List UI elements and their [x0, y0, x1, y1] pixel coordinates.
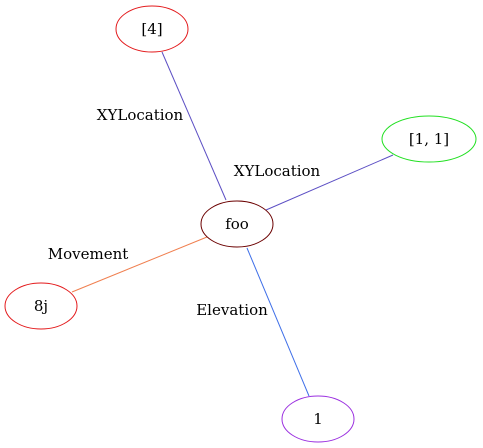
- node-1-1-shape: [381, 115, 477, 163]
- edge-label-xylocation-right: XYLocation: [234, 162, 321, 180]
- edge-label-movement: Movement: [48, 245, 129, 263]
- node-foo[interactable]: foo: [200, 200, 274, 248]
- node-4-shape: [115, 5, 189, 53]
- node-1-1-label: [1, 1]: [409, 130, 449, 148]
- node-foo-shape: [200, 200, 274, 248]
- edge-foo-to-1-1: [265, 154, 394, 211]
- node-1-label: 1: [313, 410, 323, 428]
- edge-label-elevation: Elevation: [196, 301, 268, 319]
- edge-foo-to-8j: [71, 236, 208, 293]
- edge-foo-to-1: [246, 247, 310, 397]
- node-1[interactable]: 1: [281, 395, 355, 443]
- node-foo-label: foo: [225, 215, 249, 233]
- edge-label-xylocation-upper: XYLocation: [97, 106, 184, 124]
- node-8j-label: 8j: [34, 297, 48, 315]
- node-4-label: [4]: [141, 20, 162, 38]
- node-4[interactable]: [4]: [115, 5, 189, 53]
- edge-foo-to-4: [161, 51, 227, 201]
- node-8j[interactable]: 8j: [4, 282, 78, 330]
- node-1-1[interactable]: [1, 1]: [381, 115, 477, 163]
- node-1-shape: [281, 395, 355, 443]
- node-8j-shape: [4, 282, 78, 330]
